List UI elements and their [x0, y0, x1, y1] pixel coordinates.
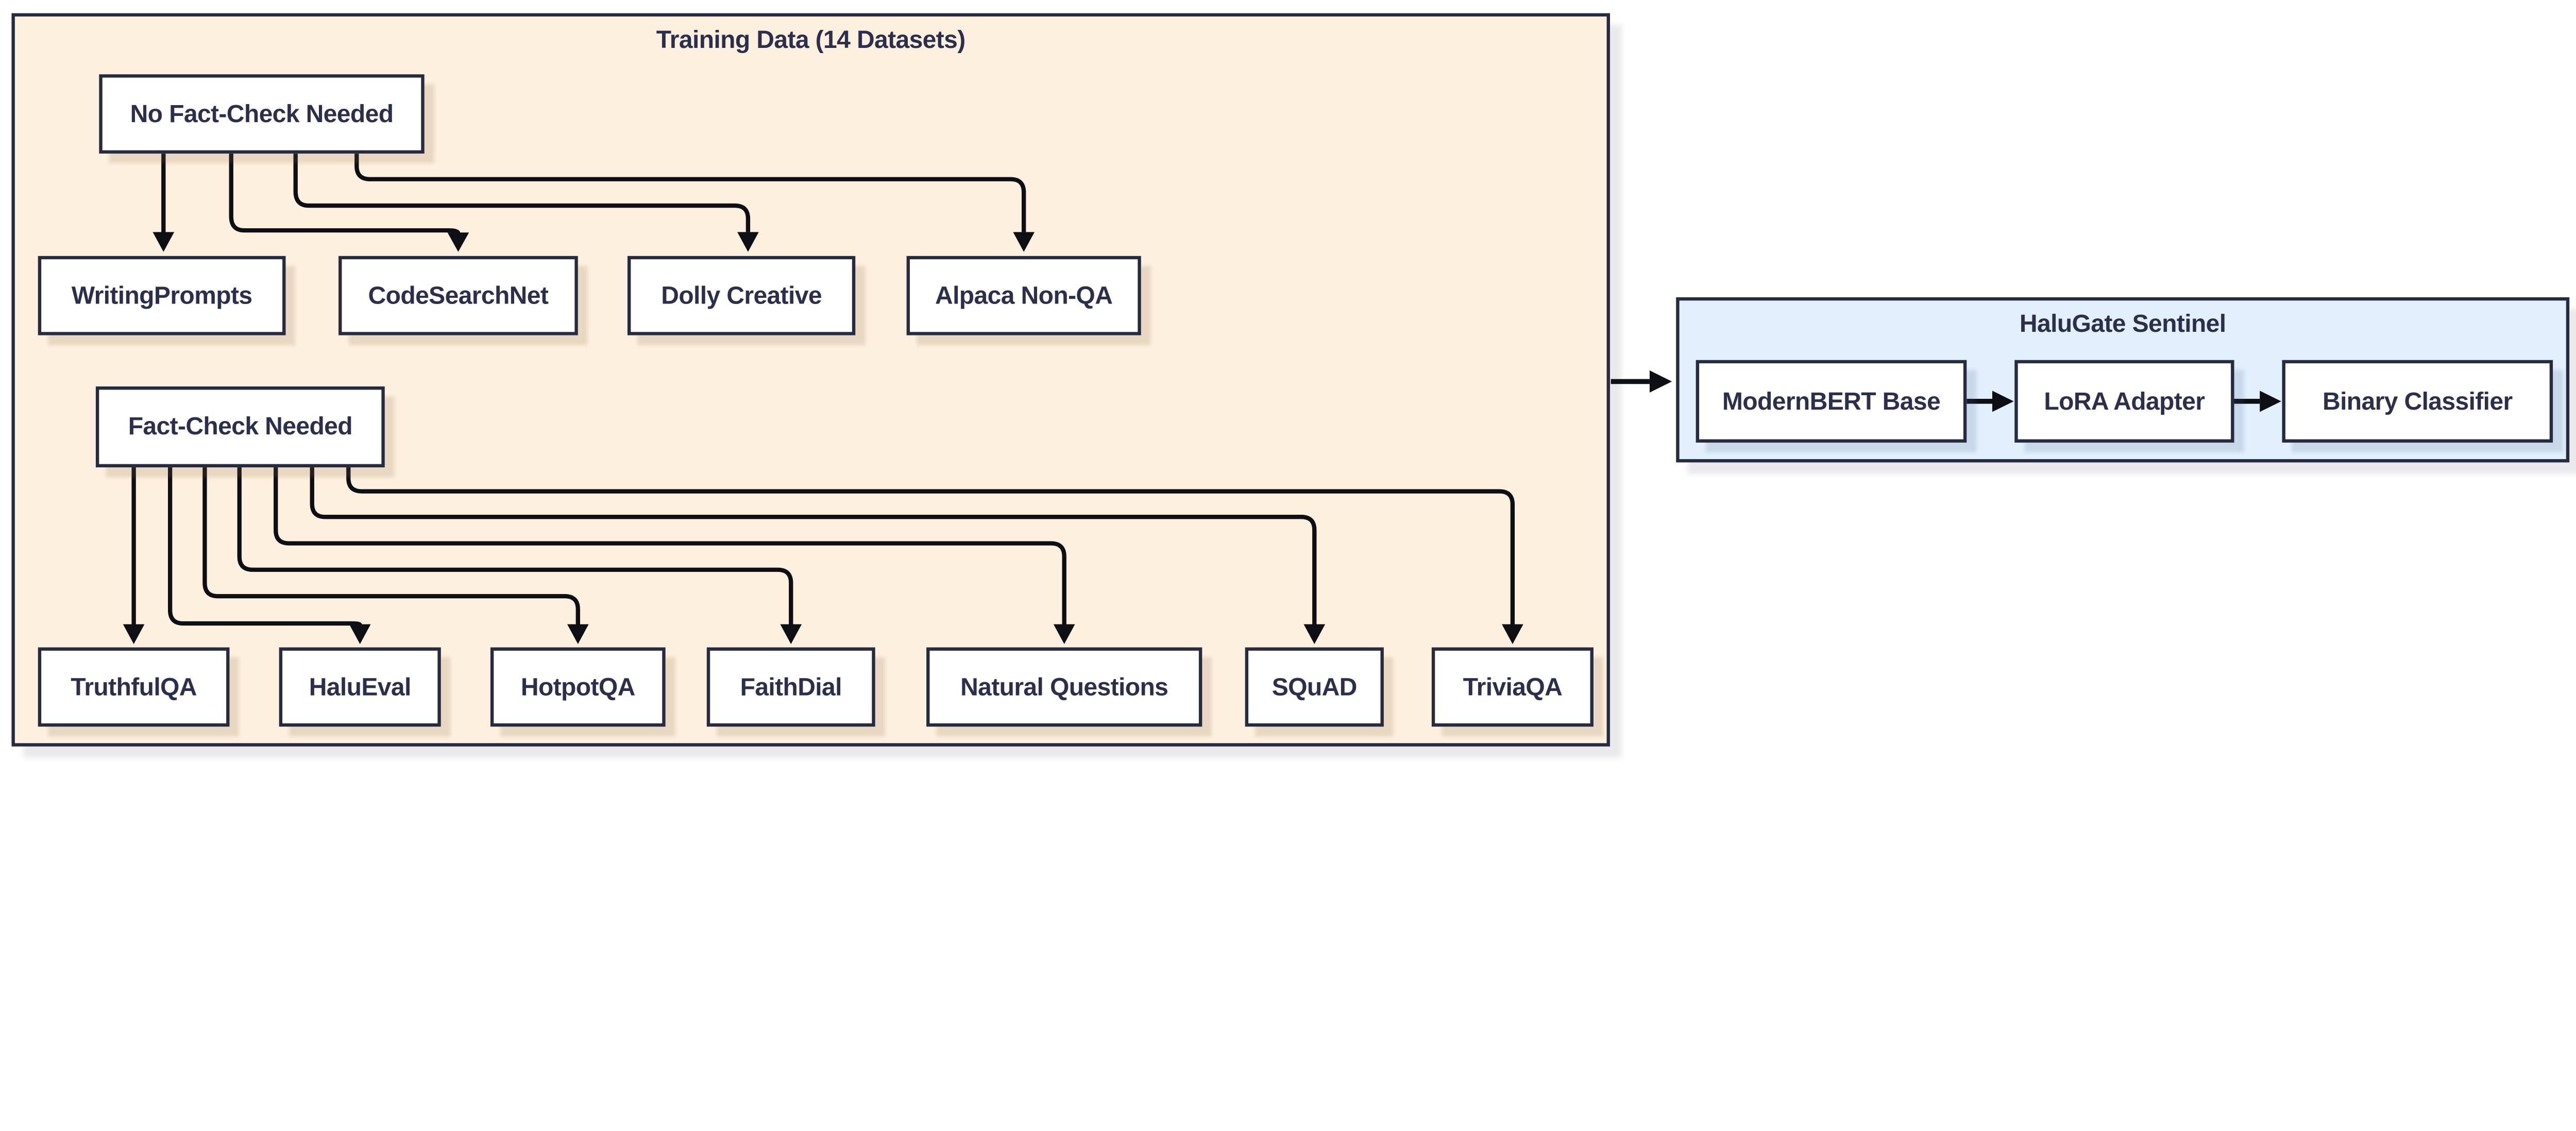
node-modernbert-base: ModernBERT Base — [1696, 360, 1967, 443]
node-writingprompts: WritingPrompts — [38, 256, 286, 335]
node-natural-questions: Natural Questions — [926, 647, 1202, 727]
diagram-canvas: Training Data (14 Datasets) HaluGate Sen… — [11, 13, 2570, 747]
node-halueval: HaluEval — [279, 647, 441, 727]
training-data-title: Training Data (14 Datasets) — [656, 26, 966, 55]
node-squad: SQuAD — [1245, 647, 1384, 727]
edge-training-to-sentinel — [1611, 370, 1672, 393]
node-faithdial: FaithDial — [706, 647, 875, 727]
arrowhead-sentinel — [1649, 370, 1672, 393]
node-codesearchnet: CodeSearchNet — [338, 256, 578, 335]
node-truthfulqa: TruthfulQA — [38, 647, 230, 727]
node-alpaca-non-qa: Alpaca Non-QA — [906, 256, 1141, 335]
node-binary-classifier: Binary Classifier — [2282, 360, 2553, 443]
node-fact-check-needed: Fact-Check Needed — [95, 386, 385, 468]
node-dolly-creative: Dolly Creative — [627, 256, 856, 335]
node-triviaqa: TriviaQA — [1431, 647, 1594, 727]
node-no-fact-check-needed: No Fact-Check Needed — [99, 74, 425, 154]
node-lora-adapter: LoRA Adapter — [2014, 360, 2234, 443]
node-hotpotqa: HotpotQA — [490, 647, 666, 727]
halugate-sentinel-title: HaluGate Sentinel — [2019, 310, 2226, 339]
